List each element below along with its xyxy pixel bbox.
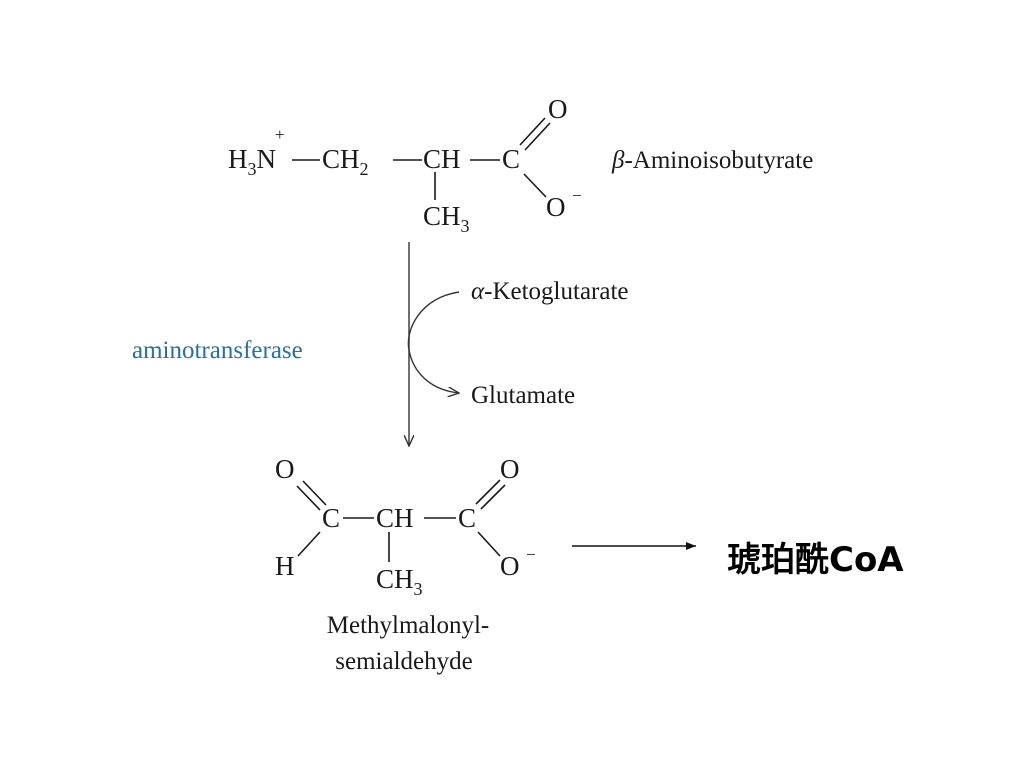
substrate-name: β-Aminoisobutyrate [611, 147, 813, 174]
bond-c2-o-minus [477, 531, 501, 557]
aldehyde-double-bond-b [302, 480, 327, 506]
methyl-group: CH3 [423, 201, 470, 236]
h3n-group: H3N [228, 144, 276, 179]
double-bond-a [519, 117, 546, 146]
product-carboxylate-charge: − [526, 545, 536, 564]
carbonyl-oxygen: O [548, 94, 568, 124]
carboxyl-double-bond-a [475, 479, 501, 505]
carboxyl-carbon: C [502, 144, 520, 174]
carboxyl-double-bond-b [480, 484, 506, 510]
double-bond-b [524, 122, 551, 151]
product-methyl-group: CH3 [376, 564, 423, 599]
cosubstrate-label: α-Ketoglutarate [471, 278, 629, 305]
product-name-line2: semialdehyde [335, 648, 472, 675]
aldehyde-double-bond-a [296, 485, 321, 511]
bond-c-o-minus [523, 173, 547, 198]
succinyl-coa-label: 琥珀酰CoA [727, 540, 904, 580]
ammonium-charge: + [275, 125, 285, 144]
product-carboxylate-oxygen: O [500, 551, 520, 581]
carboxylate-oxygen: O [546, 192, 566, 222]
substrate-structure: H3N + CH2 CH C CH3 O O − [228, 94, 582, 236]
ch2-group: CH2 [322, 144, 369, 179]
aldehyde-oxygen: O [275, 454, 295, 484]
bond-c-h [297, 531, 321, 557]
aldehyde-hydrogen: H [275, 551, 295, 581]
carboxylate-charge: − [572, 186, 582, 205]
product-ch-group: CH [376, 503, 414, 533]
aldehyde-carbon: C [322, 503, 340, 533]
cosubstrate-curved-arrow [407, 291, 459, 393]
product-name-line1: Methylmalonyl- [327, 612, 489, 639]
product-carbonyl-oxygen: O [500, 454, 520, 484]
enzyme-label: aminotransferase [132, 337, 303, 364]
product-carboxyl-carbon: C [458, 503, 476, 533]
ch-group: CH [423, 144, 461, 174]
coproduct-label: Glutamate [471, 382, 575, 409]
product-structure: O C H CH C CH3 O O − [275, 454, 536, 599]
